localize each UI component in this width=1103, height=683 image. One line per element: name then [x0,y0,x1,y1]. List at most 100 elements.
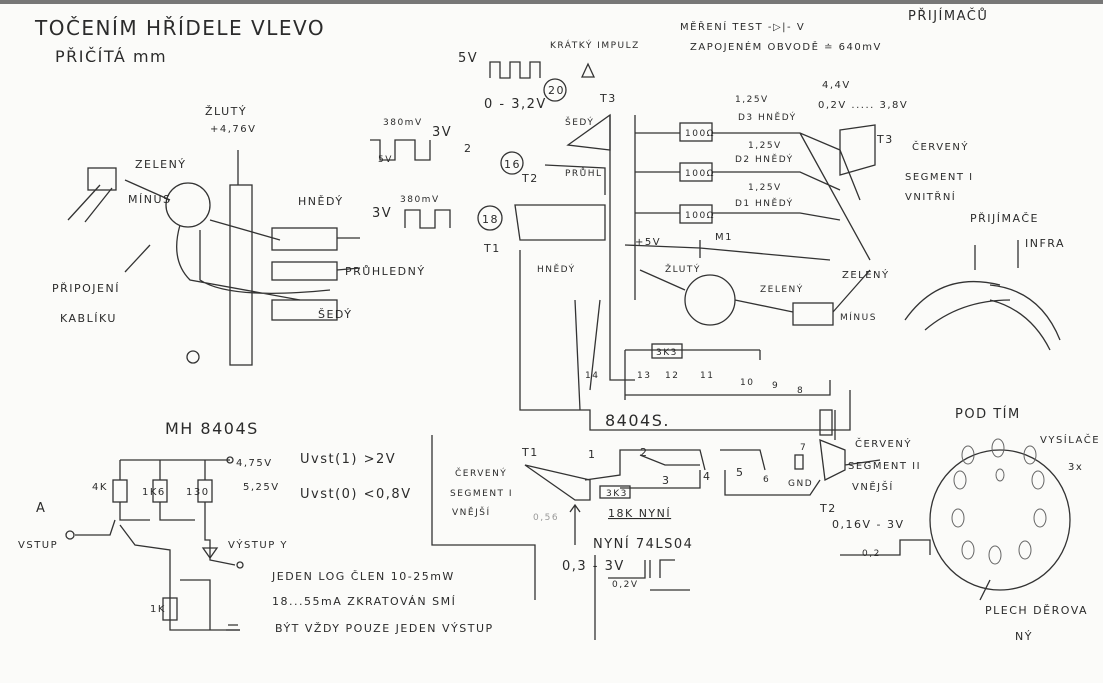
label: VNITŘNÍ [905,190,956,203]
label: 1,25V [748,183,782,193]
label: D2 HNĚDÝ [735,153,794,165]
label: ZELENÝ [135,158,187,171]
label: HNĚDÝ [537,263,576,275]
label: MÍNUS [128,193,172,206]
label: T3 [599,92,617,105]
label: VNĚJŠÍ [852,480,894,493]
label: 3x [1068,462,1083,473]
label: ŽLUTÝ [205,105,247,118]
pin-label: 2 [640,446,649,459]
subtitle: PŘIČÍTÁ mm [55,47,167,66]
label: BÝT VŽDY POUZE JEDEN VÝSTUP [275,622,494,635]
pin-label: 11 [700,371,714,381]
label: 100Ω [685,211,715,221]
label: SEGMENT I [450,489,513,499]
wires [65,61,1071,640]
label: 5,25V [243,482,280,493]
label: 18...55mA ZKRATOVÁN SMÍ [272,595,456,608]
label: 5V [458,51,478,66]
label: +5V [635,237,661,248]
label: MĚŘENÍ TEST -▷|- V [680,20,805,33]
label: VSTUP [18,540,58,551]
pin-label: 6 [763,475,770,485]
label: 1K6 [142,487,166,498]
label: 4,75V [236,458,273,469]
label: SEGMENT I [905,172,974,183]
label: 130 [186,487,210,498]
label: ČERVENÝ [855,437,912,450]
label: D3 HNĚDÝ [738,111,797,123]
label: M1 [715,232,733,243]
label: Uvst(1) >2V [300,452,396,467]
label: 1K [150,604,166,615]
label: ČERVENÝ [455,467,507,479]
label: PŘIJÍMAČE [970,212,1039,225]
label: T1 [521,446,539,459]
pin-label: 13 [637,371,651,381]
label: 3V [372,206,392,221]
label: KABLÍKU [60,312,117,325]
pin-label: 10 [740,378,754,388]
label: 3K3 [656,348,678,358]
label: 1,25V [735,95,769,105]
label: ČERVENÝ [912,140,969,153]
label: NÝ [1015,630,1033,643]
label: 380mV [383,118,423,128]
scan-edge [0,0,1103,4]
label: 0 - 3,2V [484,97,547,112]
label: INFRA [1025,237,1065,250]
label: 100Ω [685,169,715,179]
label: 0,2V [612,580,638,590]
label: SEGMENT II [848,461,921,472]
pin-label: 9 [772,381,779,391]
label: 0,2 [862,549,881,559]
label: T2 [819,502,837,515]
label: 5V [378,155,393,165]
label: PŘIJÍMAČŮ [908,8,988,24]
pin-label: 1 [588,448,597,461]
label: 4K [92,482,108,493]
label: Uvst(0) <0,8V [300,487,412,502]
label: PRŮHLEDNÝ [345,265,426,278]
label: MÍNUS [840,311,877,323]
label: 0,16V - 3V [832,518,905,531]
pin-label: 12 [665,371,679,381]
label: 16 [504,158,521,171]
pin-label: 4 [703,470,712,483]
label: ŠEDÝ [565,116,594,128]
label: 100Ω [685,129,715,139]
pin-label: 3 [662,474,671,487]
label: ŠEDÝ [318,308,353,321]
label: MH 8404S [165,419,259,438]
label: 380mV [400,195,440,205]
label: ZELENÝ [760,283,804,295]
label: PRŮHL [565,167,603,179]
pin-label: 5 [736,466,745,479]
label: +4,76V [210,124,257,135]
label: 1,25V [748,141,782,151]
labels: TOČENÍM HŘÍDELE VLEVO PŘIČÍTÁ mm ŽLUTÝ +… [18,8,1100,643]
label: NYNÍ 74LS04 [593,536,693,552]
label: ŽLUTÝ [665,263,701,275]
label: 20 [548,84,565,97]
label: HNĚDÝ [298,195,344,208]
label: KRÁTKÝ IMPULZ [550,39,640,51]
label: VYSÍLAČE [1040,433,1100,446]
label: 0,3 - 3V [562,559,625,574]
label: D1 HNĚDÝ [735,197,794,209]
label: 4,4V [822,80,851,91]
label: PLECH DĚROVA [985,604,1088,617]
label: ZAPOJENÉM OBVODĚ ≐ 640mV [690,40,882,53]
label: 2 [464,142,473,155]
label: ZELENÝ [842,268,890,281]
label: VNĚJŠÍ [452,506,491,518]
label: PŘIPOJENÍ [52,282,120,295]
pin-label: 8 [797,386,804,396]
label: GND [788,479,813,489]
label: 3V [432,125,452,140]
pin-label: 14 [585,371,599,381]
label: 3K3 [606,489,628,499]
title: TOČENÍM HŘÍDELE VLEVO [34,16,325,40]
